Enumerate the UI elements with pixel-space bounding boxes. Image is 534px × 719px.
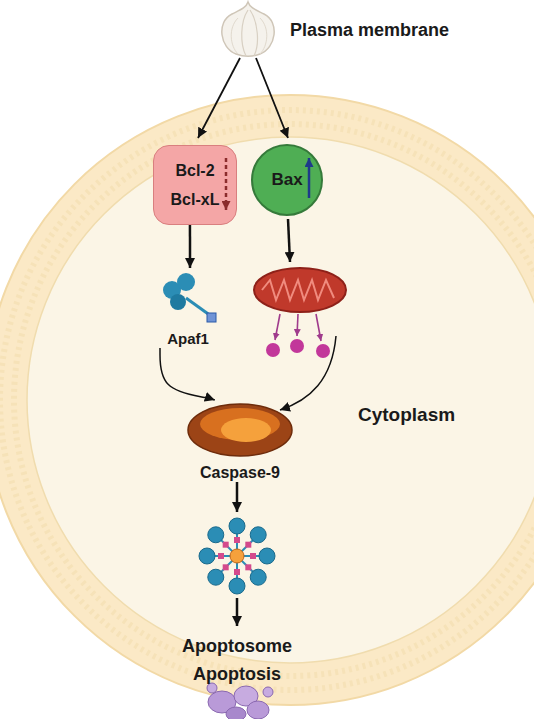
apoptotic-cells bbox=[207, 683, 273, 719]
node-label: Apaf1 bbox=[167, 330, 209, 348]
lipid-layer bbox=[14, 124, 534, 676]
apoptosome-hub bbox=[230, 549, 244, 563]
mitochondrion-outer bbox=[254, 268, 346, 312]
flow-arrow bbox=[189, 225, 192, 268]
garlic-bulb bbox=[222, 2, 274, 56]
garlic-clove-line bbox=[260, 18, 267, 54]
card-domain bbox=[250, 553, 256, 559]
caspase-ring bbox=[188, 404, 292, 456]
cytochrome-c bbox=[266, 343, 280, 357]
node-label: Caspase-9 bbox=[200, 463, 280, 482]
apaf1-subunit bbox=[199, 548, 215, 564]
release-arrow bbox=[297, 314, 298, 336]
protein-box: Bcl-2Bcl-xL bbox=[153, 145, 237, 225]
apaf1-subunit bbox=[259, 548, 275, 564]
card-domain bbox=[234, 569, 240, 575]
release-arrow bbox=[275, 314, 280, 340]
card-domain bbox=[245, 564, 251, 570]
plasma-membrane-band bbox=[0, 95, 534, 705]
apoptotic-body bbox=[263, 687, 273, 697]
apaf1-subunit bbox=[208, 527, 224, 543]
release-arrow bbox=[316, 314, 321, 341]
flow-arrow bbox=[160, 348, 215, 400]
mitochondrion-cristae bbox=[262, 280, 334, 300]
apaf1-icon bbox=[163, 273, 216, 322]
assembly-arrow bbox=[236, 598, 239, 626]
cytochrome-c bbox=[316, 344, 330, 358]
card-domain bbox=[223, 542, 229, 548]
garlic-arrow bbox=[198, 58, 240, 138]
protein-icon-node: Apaf1 bbox=[148, 268, 228, 348]
card-domain bbox=[223, 564, 229, 570]
node-label: Apoptosome bbox=[182, 636, 292, 658]
node-label: Bax bbox=[271, 170, 302, 190]
cytoplasm-area bbox=[27, 137, 534, 663]
garlic-arrow bbox=[256, 58, 288, 138]
apaf1-subunit bbox=[229, 518, 245, 534]
circle-shape bbox=[252, 145, 322, 215]
apoptotic-body bbox=[207, 683, 217, 693]
region-label: Plasma membrane bbox=[290, 20, 449, 41]
node-label: Bcl-xL bbox=[171, 190, 220, 209]
garlic-illustration bbox=[222, 2, 274, 56]
enzyme-node: Caspase-9 bbox=[180, 400, 300, 482]
protein-circle: Bax bbox=[250, 143, 324, 217]
release-arrow bbox=[288, 219, 290, 262]
card-domain bbox=[218, 553, 224, 559]
apoptosome-icon bbox=[199, 518, 275, 594]
caspase-9-icon bbox=[188, 404, 292, 456]
apaf1-lobe bbox=[170, 294, 186, 310]
cytochrome-c bbox=[290, 339, 304, 353]
card-domain bbox=[234, 537, 240, 543]
card-domain bbox=[245, 542, 251, 548]
garlic-clove-line bbox=[242, 10, 248, 56]
apaf1-lobe bbox=[177, 273, 195, 291]
node-label: Bcl-2 bbox=[175, 161, 214, 180]
garlic-clove-line bbox=[250, 10, 257, 56]
apoptotic-body bbox=[247, 701, 269, 719]
apoptotic-body bbox=[226, 707, 246, 719]
apaf1-domain bbox=[207, 313, 216, 322]
apaf1-subunit bbox=[208, 569, 224, 585]
complex-node: Apoptosome bbox=[165, 512, 309, 658]
region-label: Cytoplasm bbox=[358, 404, 455, 426]
outcome-node: Apoptosis bbox=[175, 664, 299, 719]
apaf1-subunit bbox=[229, 578, 245, 594]
garlic-clove-line bbox=[231, 18, 238, 54]
caspase-core bbox=[221, 418, 271, 442]
node-label: Apoptosis bbox=[193, 664, 281, 686]
lipid-layer bbox=[0, 110, 534, 690]
flow-arrow bbox=[236, 482, 239, 512]
mitochondrion-illustration bbox=[254, 268, 346, 358]
apaf1-subunit bbox=[250, 527, 266, 543]
cytochrome-arrow bbox=[280, 336, 336, 410]
apaf1-subunit bbox=[250, 569, 266, 585]
